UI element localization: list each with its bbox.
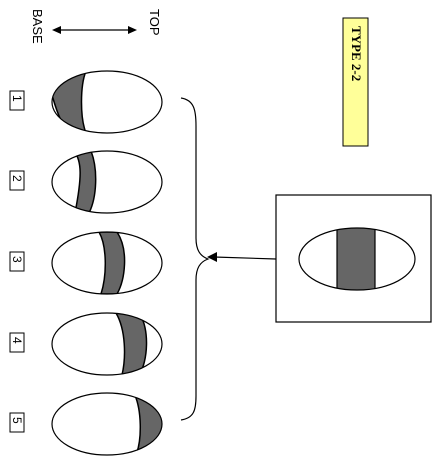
- list-item: 3: [9, 231, 163, 295]
- band: [72, 151, 97, 213]
- list-item: 1: [9, 70, 163, 134]
- item-number: 5: [10, 417, 24, 424]
- list-item: 2: [9, 150, 163, 214]
- ellipse-outline: [51, 70, 163, 134]
- band: [114, 313, 148, 375]
- item-number-box: [9, 251, 25, 272]
- item-number: 3: [10, 256, 24, 263]
- grouping-brace: [180, 97, 210, 421]
- item-number-box: [9, 90, 25, 111]
- top-label: TOP: [147, 9, 162, 36]
- item-number: 1: [10, 95, 24, 102]
- band: [52, 71, 88, 133]
- ellipse-outline: [51, 392, 163, 456]
- summary-inset: [275, 194, 432, 323]
- band: [336, 228, 376, 290]
- pointer-arrow: [207, 252, 277, 262]
- band: [132, 393, 162, 455]
- item-number: 4: [10, 337, 24, 344]
- item-number: 2: [10, 175, 24, 182]
- ellipse-outline: [51, 231, 163, 295]
- item-number-box: [9, 332, 25, 353]
- type-label: TYPE 2-2: [349, 26, 364, 81]
- band: [97, 232, 126, 294]
- list-item: 5: [9, 392, 163, 456]
- list-item: 4: [9, 312, 163, 376]
- item-number-box: [9, 412, 25, 433]
- arrowhead-left-icon: [52, 26, 61, 34]
- base-label: BASE: [30, 9, 45, 44]
- ellipse-outline: [298, 227, 416, 291]
- orientation-axis: BASE TOP: [30, 9, 162, 44]
- ellipse-outline: [51, 312, 163, 376]
- arrowhead-icon: [207, 252, 217, 262]
- ellipse-outline: [51, 150, 163, 214]
- arrowhead-right-icon: [128, 26, 137, 34]
- type-box: TYPE 2-2: [342, 17, 369, 147]
- item-number-box: [9, 170, 25, 191]
